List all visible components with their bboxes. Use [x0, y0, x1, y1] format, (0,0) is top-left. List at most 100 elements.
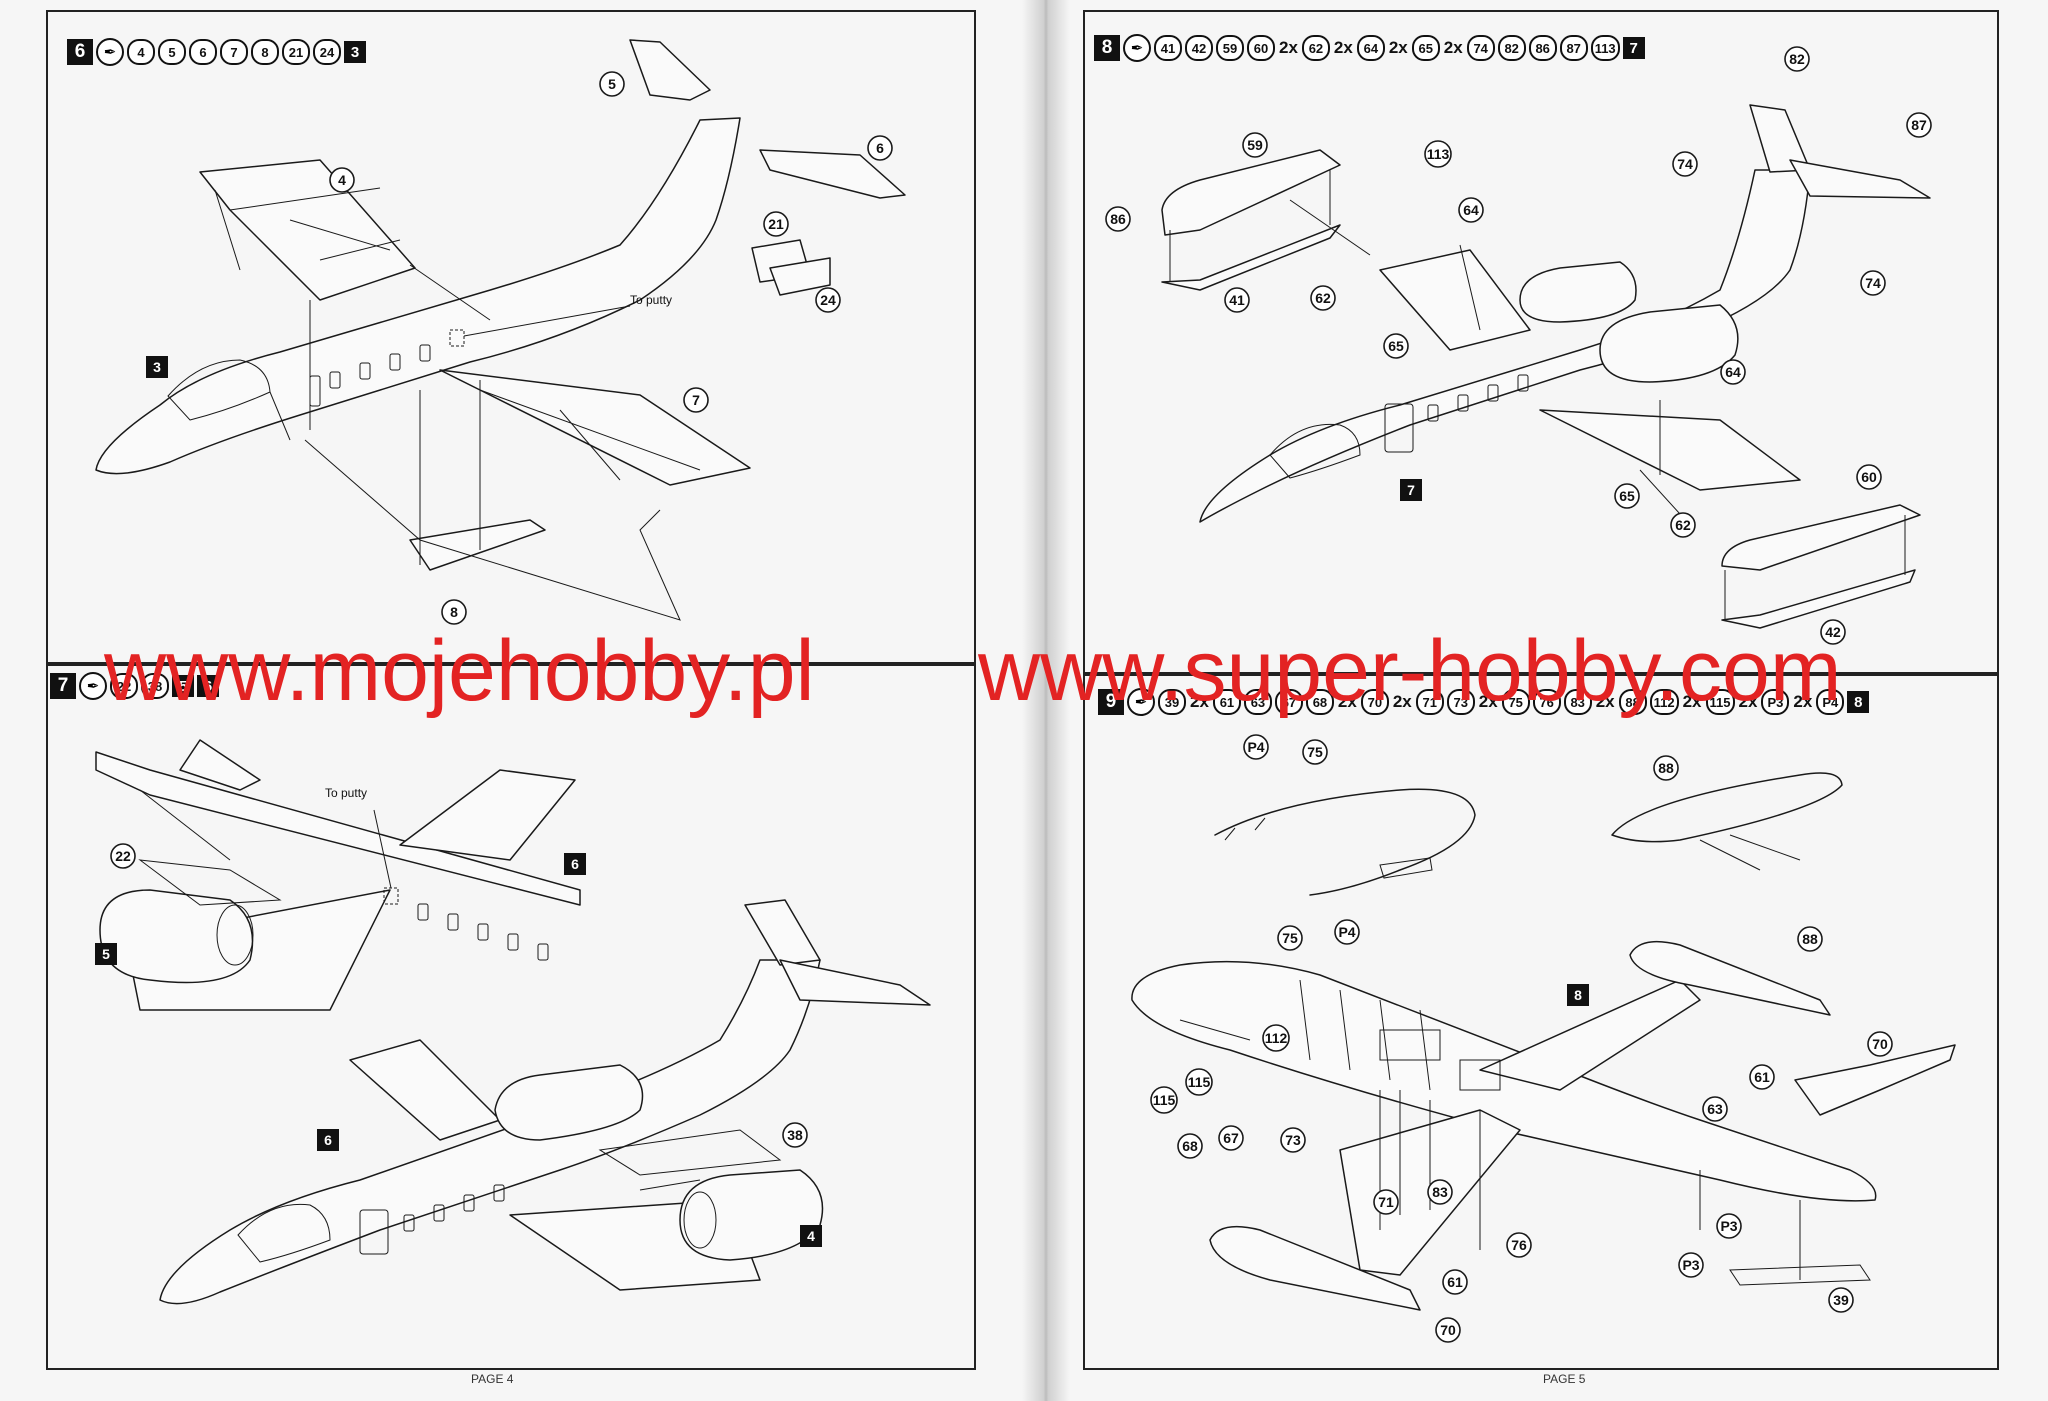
sub-ref-box: 5 — [95, 943, 117, 965]
svg-text:7: 7 — [1407, 482, 1415, 498]
svg-text:62: 62 — [1675, 517, 1691, 533]
step-number: 8 — [1094, 35, 1120, 61]
step-number: 9 — [1098, 689, 1124, 715]
part-ref: 24 — [313, 39, 341, 65]
svg-text:39: 39 — [1833, 1292, 1849, 1308]
part-ref: 82 — [1497, 35, 1526, 61]
part-ref: 113 — [1590, 35, 1620, 61]
glue-icon: ✒ — [1127, 688, 1155, 716]
svg-text:6: 6 — [571, 856, 579, 872]
step-8-panel — [1083, 10, 1999, 676]
callout: 24 — [815, 287, 841, 313]
callout: 61 — [1442, 1269, 1468, 1295]
svg-text:112: 112 — [1265, 1030, 1288, 1046]
svg-text:87: 87 — [1911, 117, 1927, 133]
part-ref: 65 — [1411, 35, 1440, 61]
part-ref: 63 — [1243, 689, 1272, 715]
part-ref: 75 — [1501, 689, 1530, 715]
svg-text:7: 7 — [692, 392, 700, 408]
svg-text:3: 3 — [153, 359, 161, 375]
quantity-multiplier: 2x — [1738, 692, 1758, 711]
callout: 70 — [1435, 1317, 1461, 1343]
svg-text:6: 6 — [876, 140, 884, 156]
part-ref: 86 — [1528, 35, 1557, 61]
quantity-multiplier: 2x — [1388, 38, 1408, 57]
sub-ref-box: 6 — [317, 1129, 339, 1151]
callout: 86 — [1105, 206, 1131, 232]
step-9-panel — [1083, 672, 1999, 1370]
svg-text:70: 70 — [1440, 1322, 1456, 1338]
quantity-multiplier: 2x — [1793, 692, 1813, 711]
part-ref: 68 — [1305, 689, 1334, 715]
callout: 8 — [441, 599, 467, 625]
part-ref: 60 — [1247, 35, 1275, 61]
svg-text:61: 61 — [1754, 1069, 1770, 1085]
svg-text:75: 75 — [1307, 744, 1323, 760]
svg-text:74: 74 — [1677, 156, 1693, 172]
svg-text:70: 70 — [1872, 1036, 1888, 1052]
quantity-multiplier: 2x — [1279, 38, 1298, 57]
sub-ref-box: 8 — [1567, 984, 1589, 1006]
step-6-drawing: To putty 5 4 6 21 24 7 8 3 — [95, 39, 906, 625]
svg-text:6: 6 — [324, 1132, 332, 1148]
part-ref: 62 — [1301, 35, 1330, 61]
step-7-header: 7 ✒ 22 38 5 6 — [50, 672, 219, 700]
callout: 61 — [1749, 1064, 1775, 1090]
part-ref: 67 — [1274, 689, 1303, 715]
note-to-putty: To putty — [630, 293, 672, 307]
svg-text:65: 65 — [1619, 488, 1635, 504]
sub-ref-box: 3 — [146, 356, 168, 378]
quantity-multiplier: 2x — [1682, 692, 1702, 711]
callout: 82 — [1784, 46, 1810, 72]
part-ref: 87 — [1559, 35, 1588, 61]
callout: 87 — [1906, 112, 1932, 138]
quantity-multiplier: 2x — [1478, 692, 1498, 711]
callout: 75 — [1302, 739, 1328, 765]
callout: 60 — [1856, 464, 1882, 490]
callout: 68 — [1177, 1133, 1203, 1159]
part-ref: 59 — [1216, 35, 1244, 61]
callout: 74 — [1860, 270, 1886, 296]
callout: 41 — [1224, 287, 1250, 313]
svg-text:24: 24 — [820, 292, 836, 308]
step-ref-box: 3 — [344, 41, 366, 63]
callout: 112 — [1262, 1024, 1290, 1052]
quantity-multiplier: 2x — [1190, 692, 1209, 711]
callout: 64 — [1458, 197, 1484, 223]
svg-text:64: 64 — [1725, 364, 1741, 380]
watermark-text: www.super-hobby.com — [978, 623, 1842, 719]
svg-text:5: 5 — [102, 946, 110, 962]
step-6-panel — [46, 10, 976, 666]
step-6-header: 6 ✒ 4 5 6 7 8 21 24 3 — [67, 38, 366, 66]
svg-text:83: 83 — [1432, 1184, 1448, 1200]
callout: 88 — [1653, 755, 1679, 781]
svg-text:42: 42 — [1825, 624, 1841, 640]
callout: 65 — [1614, 483, 1640, 509]
step-number: 7 — [50, 673, 76, 699]
svg-text:76: 76 — [1511, 1237, 1527, 1253]
quantity-multiplier: 2x — [1443, 38, 1463, 57]
svg-text:115: 115 — [1153, 1092, 1176, 1108]
part-ref: 74 — [1466, 35, 1495, 61]
callout: 62 — [1670, 512, 1696, 538]
step-7-panel — [46, 662, 976, 1370]
svg-text:115: 115 — [1188, 1074, 1211, 1090]
note-to-putty: To putty — [325, 786, 367, 800]
callout: 70 — [1867, 1031, 1893, 1057]
svg-text:75: 75 — [1282, 930, 1298, 946]
svg-text:P4: P4 — [1247, 739, 1264, 755]
svg-text:63: 63 — [1707, 1101, 1723, 1117]
callout: 62 — [1310, 285, 1336, 311]
callout: 59 — [1242, 132, 1268, 158]
svg-text:P3: P3 — [1682, 1257, 1699, 1273]
part-ref: 5 — [158, 39, 186, 65]
svg-text:41: 41 — [1229, 292, 1245, 308]
part-ref: P3 — [1761, 689, 1790, 715]
callout: 65 — [1383, 333, 1409, 359]
sub-ref-box: 6 — [564, 853, 586, 875]
page-number: PAGE 5 — [1543, 1372, 1586, 1386]
part-ref: 76 — [1532, 689, 1561, 715]
svg-text:68: 68 — [1182, 1138, 1198, 1154]
